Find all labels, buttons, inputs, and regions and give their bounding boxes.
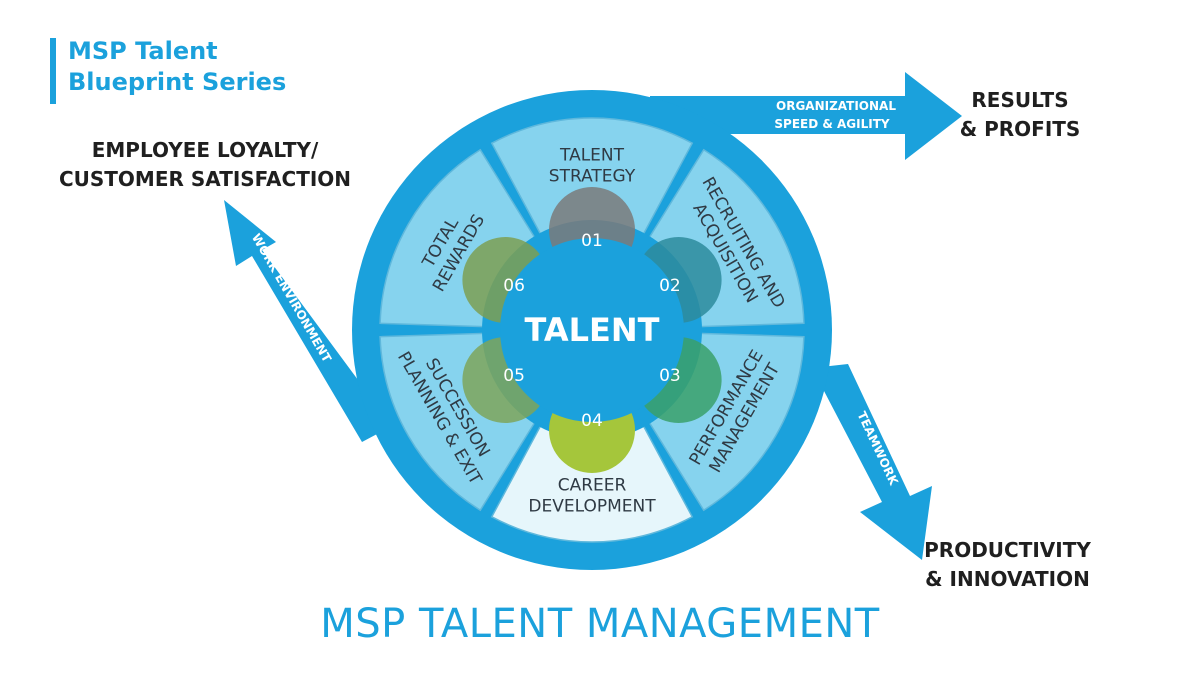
- node-label-01: 01: [581, 231, 603, 251]
- node-label-02: 02: [659, 276, 681, 296]
- node-label-03: 03: [659, 366, 681, 386]
- outcome-loyalty-line-2: CUSTOMER SATISFACTION: [58, 167, 352, 191]
- outcome-productivity-line-1: PRODUCTIVITY: [924, 538, 1091, 562]
- series-title-line-2: Blueprint Series: [68, 68, 287, 96]
- node-label-06: 06: [503, 276, 525, 296]
- arrows: [224, 72, 962, 560]
- node-label-05: 05: [503, 366, 525, 386]
- segment-label-line: TALENT: [559, 146, 625, 166]
- arrow-organizational-speed: [650, 72, 962, 160]
- arrow-teamwork: [812, 364, 932, 560]
- outcome-results-line-1: RESULTS: [971, 88, 1069, 112]
- outcome-results-line-2: & PROFITS: [959, 117, 1081, 141]
- center-label: TALENT: [525, 311, 660, 349]
- series-title-line-1: MSP Talent: [68, 37, 218, 65]
- segment-label-line: CAREER: [558, 476, 627, 496]
- outcome-productivity-line-2: & INNOVATION: [925, 567, 1090, 591]
- outcome-loyalty-line-1: EMPLOYEE LOYALTY/: [91, 138, 319, 162]
- series-accent-bar: [50, 38, 56, 104]
- outcome-employee-loyalty: EMPLOYEE LOYALTY/ CUSTOMER SATISFACTION: [30, 136, 380, 194]
- arrow-label-organizational: ORGANIZATIONAL: [776, 99, 896, 113]
- segment-label-line: DEVELOPMENT: [528, 497, 656, 517]
- main-title: MSP TALENT MANAGEMENT: [320, 601, 880, 647]
- series-title: MSP Talent Blueprint Series: [68, 36, 368, 98]
- center-circle: [500, 238, 684, 422]
- arrow-satisfying-environment: [224, 200, 392, 442]
- outcome-productivity-innovation: PRODUCTIVITY & INNOVATION: [895, 536, 1120, 594]
- node-label-04: 04: [581, 411, 603, 431]
- node-labels: 01 02 03 04 05 06: [503, 231, 680, 431]
- outcome-results-profits: RESULTS & PROFITS: [930, 86, 1110, 144]
- segment-label-line: STRATEGY: [549, 167, 636, 187]
- arrow-label-speed: SPEED & AGILITY: [774, 117, 890, 131]
